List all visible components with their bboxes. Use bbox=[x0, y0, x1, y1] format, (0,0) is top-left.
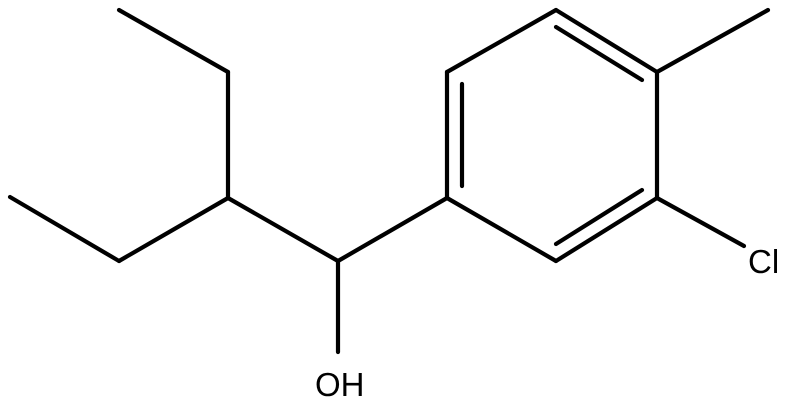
bond-branch-to-carbinol bbox=[225, 195, 341, 264]
bond-lower-ethyl-terminal bbox=[7, 194, 122, 264]
hydroxyl-label: OH bbox=[315, 366, 365, 403]
bond-chloro bbox=[654, 195, 747, 249]
chlorine-label: Cl bbox=[748, 243, 779, 280]
ring-double-bond-bottom-right bbox=[553, 187, 645, 247]
ring-bond-2 bbox=[444, 7, 559, 75]
ring-bond-6 bbox=[444, 195, 559, 264]
bond-upper-ethyl-terminal bbox=[116, 7, 231, 75]
bond-lower-ethyl-to-branch bbox=[116, 195, 231, 264]
ring-double-bond-top-right bbox=[553, 24, 645, 83]
bond-methyl bbox=[654, 7, 771, 75]
ring-bond-5 bbox=[553, 195, 660, 264]
bond-carbinol-to-ring bbox=[335, 195, 450, 264]
ring-bond-3 bbox=[553, 7, 660, 75]
